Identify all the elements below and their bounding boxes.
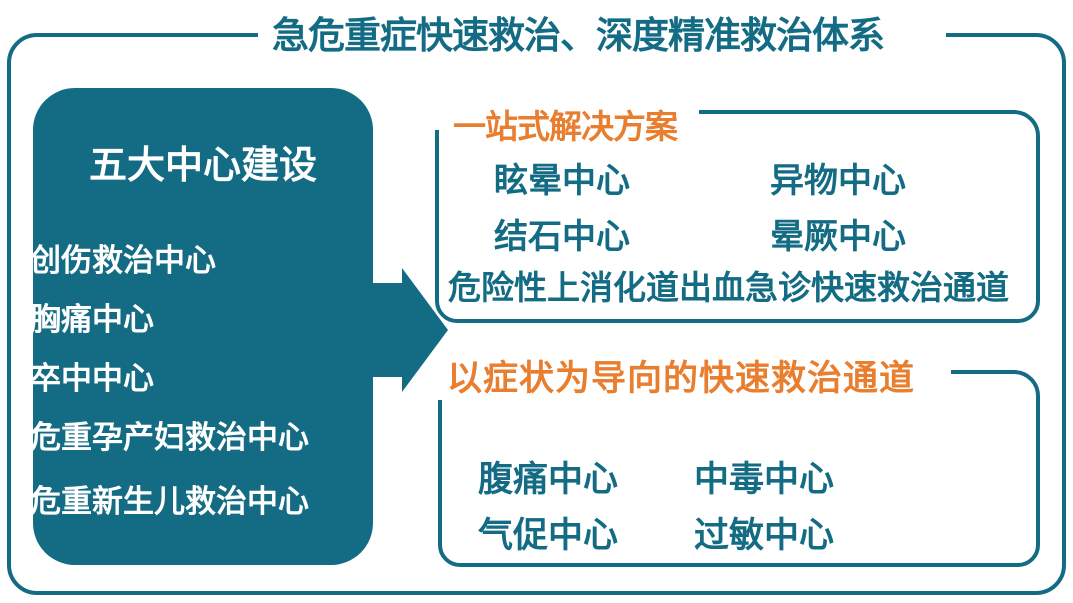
panel-item-stroke-center: 卒中中心: [30, 361, 154, 396]
symptom-oriented-heading: 以症状为导向的快速救治通道: [447, 359, 916, 398]
five-centers-panel: [33, 88, 373, 565]
panel-item-critical-maternal-center: 危重孕产妇救治中心: [30, 420, 309, 455]
item-abdominal-pain-center: 腹痛中心: [478, 460, 619, 499]
item-stone-center: 结石中心: [494, 218, 630, 256]
one-stop-solution-heading: 一站式解决方案: [453, 108, 678, 145]
symptom-border-top-mask: [434, 366, 951, 379]
one-stop-border-left-mask: [431, 106, 444, 130]
one-stop-solution-box: [435, 110, 1040, 323]
item-foreign-body-center: 异物中心: [770, 162, 906, 200]
five-centers-panel-title: 五大中心建设: [88, 145, 317, 187]
item-poisoning-center: 中毒中心: [694, 460, 835, 499]
panel-item-chest-pain-center: 胸痛中心: [30, 302, 154, 337]
item-vertigo-center: 眩晕中心: [494, 162, 630, 200]
diagram-title: 急危重症快速救治、深度精准救治体系: [272, 15, 885, 56]
item-allergy-center: 过敏中心: [694, 516, 835, 555]
item-shortness-of-breath-center: 气促中心: [478, 516, 619, 555]
item-upper-gi-bleeding-fast-track: 危险性上消化道出血急诊快速救治通道: [448, 269, 1009, 306]
symptom-border-left-mask: [434, 366, 447, 400]
panel-item-trauma-center: 创伤救治中心: [30, 243, 216, 278]
panel-item-critical-newborn-center: 危重新生儿救治中心: [30, 484, 309, 519]
item-syncope-center: 晕厥中心: [770, 218, 906, 256]
title-gap-mask: [258, 28, 946, 42]
one-stop-border-top-mask: [431, 106, 699, 119]
right-arrow-shaft: [370, 283, 403, 377]
